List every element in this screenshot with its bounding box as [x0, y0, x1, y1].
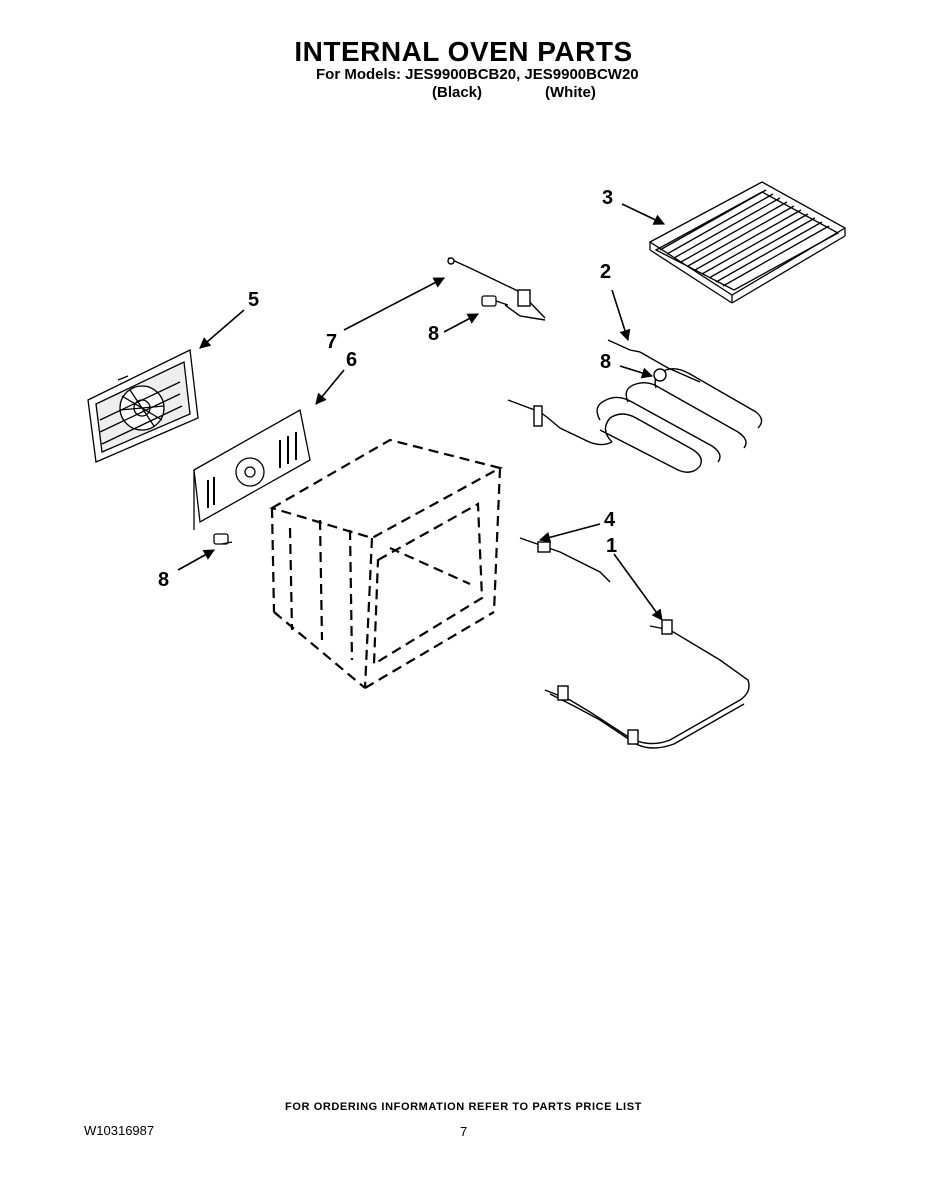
callout-8-left: 8: [158, 569, 169, 591]
page-title: INTERNAL OVEN PARTS: [294, 36, 633, 67]
callout-1: 1: [606, 535, 617, 557]
ordering-note: FOR ORDERING INFORMATION REFER TO PARTS …: [285, 1101, 642, 1113]
broil-element: [507, 339, 763, 473]
screw-left: [213, 533, 233, 545]
fan-cover: [193, 408, 311, 530]
callout-5: 5: [248, 289, 259, 311]
callout-3: 3: [602, 187, 613, 209]
color-black-label: (Black): [432, 84, 483, 101]
temperature-sensor: [519, 537, 611, 583]
callout-8-upper-right: 8: [600, 351, 611, 373]
bake-element: [544, 619, 750, 749]
page-number: 7: [460, 1124, 468, 1139]
screw-center: [481, 295, 509, 307]
leader-lines: [177, 203, 666, 621]
models-line: For Models: JES9900BCB20, JES9900BCW20: [316, 66, 639, 83]
callout-4: 4: [604, 509, 616, 531]
oven-cavity-outline: [269, 438, 503, 689]
oven-rack: [648, 181, 847, 304]
sensor-rod: [447, 257, 546, 321]
callout-6: 6: [346, 349, 357, 371]
color-white-label: (White): [545, 84, 596, 101]
document-number: W10316987: [84, 1123, 155, 1138]
convection-fan-assembly: [87, 349, 199, 463]
callout-8-center: 8: [428, 323, 439, 345]
callout-2: 2: [600, 261, 611, 283]
callout-7: 7: [326, 331, 337, 353]
